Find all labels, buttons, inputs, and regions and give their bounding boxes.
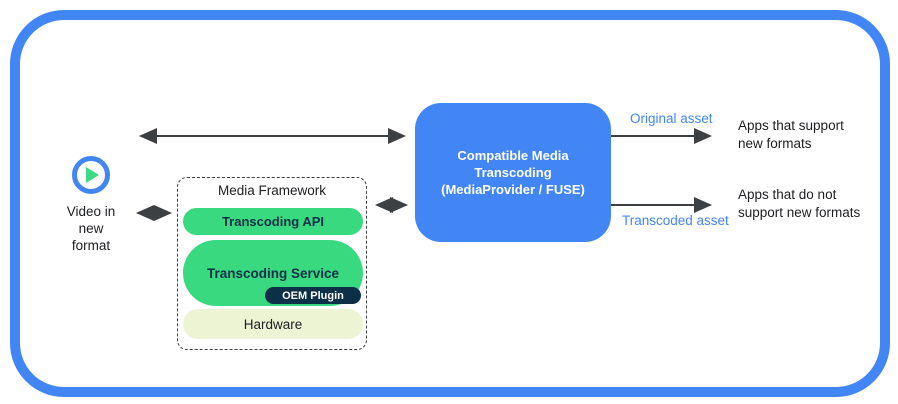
oem-plugin-pill: OEM Plugin <box>265 287 361 304</box>
transcoding-api-label: Transcoding API <box>221 214 325 229</box>
transcoding-service-label: Transcoding Service <box>206 265 340 281</box>
compatible-media-transcoding-title: Compatible Media Transcoding (MediaProvi… <box>441 148 585 197</box>
compatible-media-transcoding-box: Compatible Media Transcoding (MediaProvi… <box>415 103 611 242</box>
transcoding-api-pill: Transcoding API <box>183 208 363 235</box>
transcoded-asset-label: Transcoded asset <box>622 213 729 228</box>
play-icon <box>72 156 110 194</box>
play-triangle-icon <box>86 167 99 183</box>
apps-not-support-new-formats-label: Apps that do not support new formats <box>738 187 861 220</box>
media-framework-title: Media Framework <box>217 183 327 198</box>
transcoding-service-box: Transcoding Service OEM Plugin <box>183 240 363 306</box>
apps-support-new-formats-label: Apps that support new formats <box>738 118 844 151</box>
media-framework-box: Media Framework Transcoding API Transcod… <box>177 177 367 350</box>
hardware-pill: Hardware <box>183 309 363 339</box>
original-asset-label: Original asset <box>630 111 713 126</box>
hardware-label: Hardware <box>243 316 303 332</box>
video-source-label: Video in new format <box>66 204 116 253</box>
oem-plugin-label: OEM Plugin <box>282 289 344 302</box>
